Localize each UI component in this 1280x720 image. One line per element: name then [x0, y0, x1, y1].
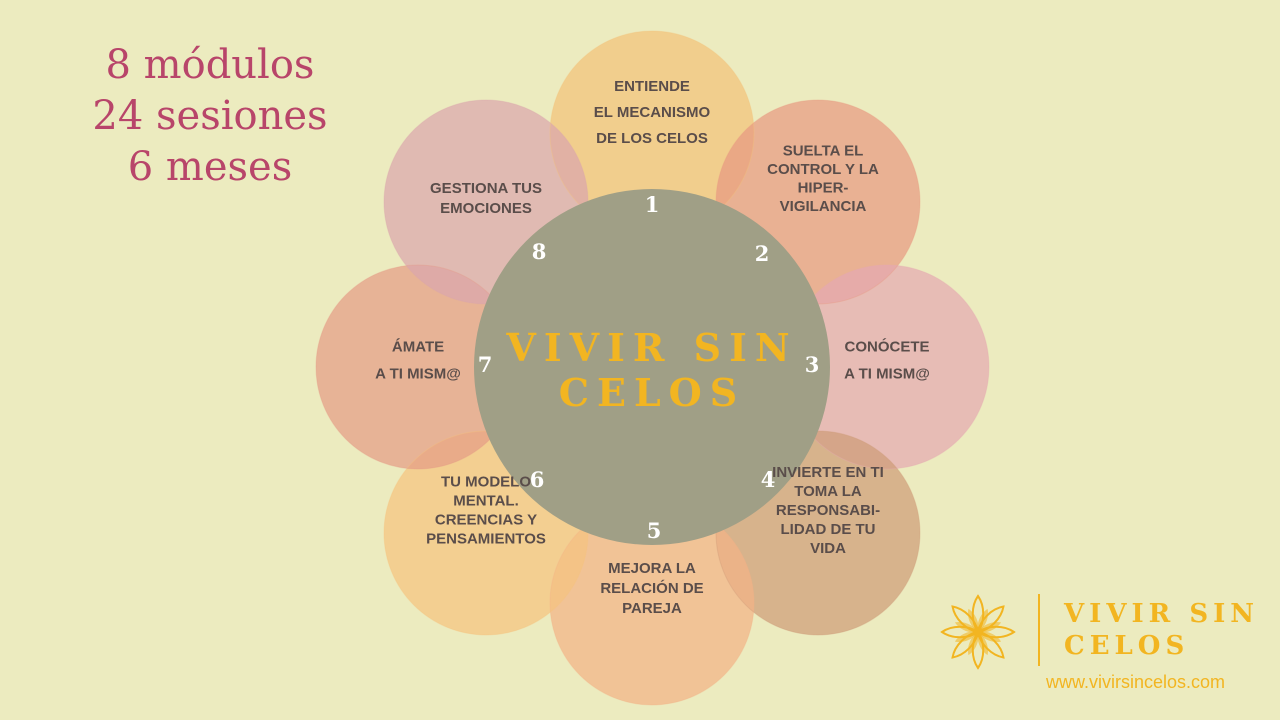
- module-label-8-line-2: EMOCIONES: [440, 200, 532, 217]
- module-number-3: 3: [805, 352, 820, 377]
- module-label-3-line-2: A TI MISM@: [844, 366, 930, 383]
- module-label-1-line-3: DE LOS CELOS: [596, 130, 708, 147]
- stats-block: 8 módulos 24 sesiones 6 meses: [60, 40, 360, 193]
- lotus-inner-petal: [977, 632, 989, 656]
- module-label-5-line-2: RELACIÓN DE: [600, 579, 703, 597]
- module-number-8: 8: [532, 239, 547, 264]
- module-label-2-line-1: SUELTA EL: [783, 142, 864, 159]
- logo-text: VIVIR SIN CELOS: [1064, 598, 1259, 662]
- lotus-inner-petal: [977, 608, 989, 632]
- module-circle-3: [785, 265, 989, 469]
- lotus-flower-icon: [940, 594, 1016, 670]
- module-label-2-line-2: CONTROL Y LA: [767, 161, 879, 178]
- module-label-1-line-2: EL MECANISMO: [594, 104, 711, 121]
- stat-months: 6 meses: [127, 144, 293, 190]
- module-number-6: 6: [530, 467, 545, 492]
- module-label-5-line-1: MEJORA LA: [608, 560, 696, 577]
- module-label-1-line-1: ENTIENDE: [614, 78, 690, 95]
- module-number-1: 1: [645, 192, 660, 217]
- module-label-4-line-1: INVIERTE EN TI: [772, 464, 884, 481]
- module-label-2-line-4: VIGILANCIA: [780, 198, 867, 215]
- module-label-6-line-4: PENSAMIENTOS: [426, 531, 546, 548]
- lotus-inner-petal: [954, 621, 978, 633]
- lotus-center: [973, 627, 983, 637]
- logo-line-2: CELOS: [1064, 631, 1190, 661]
- module-circle-1: [550, 31, 754, 235]
- center-layer: [474, 189, 830, 545]
- module-label-7-line-2: A TI MISM@: [375, 366, 461, 383]
- module-label-7-line-1: ÁMATE: [392, 339, 444, 356]
- stat-modules: 8 módulos: [105, 42, 315, 88]
- module-label-8-line-1: GESTIONA TUS: [430, 180, 542, 197]
- module-number-5: 5: [647, 518, 662, 543]
- stat-sessions: 24 sesiones: [92, 93, 328, 139]
- module-circle-5: [550, 501, 754, 705]
- lotus-inner-petal: [978, 631, 1002, 643]
- module-number-7: 7: [478, 352, 493, 377]
- module-number-4: 4: [761, 467, 776, 492]
- center-title-line-1: VIVIR SIN: [505, 325, 797, 370]
- lotus-inner-petal: [967, 632, 979, 656]
- module-label-6-line-3: CREENCIAS Y: [435, 512, 537, 529]
- module-label-4-line-4: LIDAD DE TU: [781, 521, 876, 538]
- module-number-2: 2: [755, 241, 770, 266]
- module-label-3-line-1: CONÓCETE: [844, 338, 929, 356]
- website-url: www.vivirsincelos.com: [1046, 672, 1226, 692]
- center-circle: [474, 189, 830, 545]
- module-label-5-line-3: PAREJA: [622, 600, 682, 617]
- petals-layer: [315, 30, 990, 706]
- logo-divider: [1038, 594, 1040, 666]
- module-label-4-line-5: VIDA: [810, 540, 846, 557]
- module-label-4-line-2: TOMA LA: [794, 483, 862, 500]
- lotus-inner-petal: [954, 631, 978, 643]
- lotus-inner-petal: [978, 621, 1002, 633]
- center-title-line-2: CELOS: [559, 370, 745, 415]
- module-label-6-line-2: MENTAL.: [453, 493, 519, 510]
- module-label-4-line-3: RESPONSABI-: [776, 502, 880, 519]
- module-label-2-line-3: HIPER-: [798, 179, 849, 196]
- lotus-inner-petal: [967, 608, 979, 632]
- module-label-6-line-1: TU MODELO: [441, 474, 531, 491]
- module-circle-7: [316, 265, 520, 469]
- logo-line-1: VIVIR SIN: [1064, 599, 1260, 629]
